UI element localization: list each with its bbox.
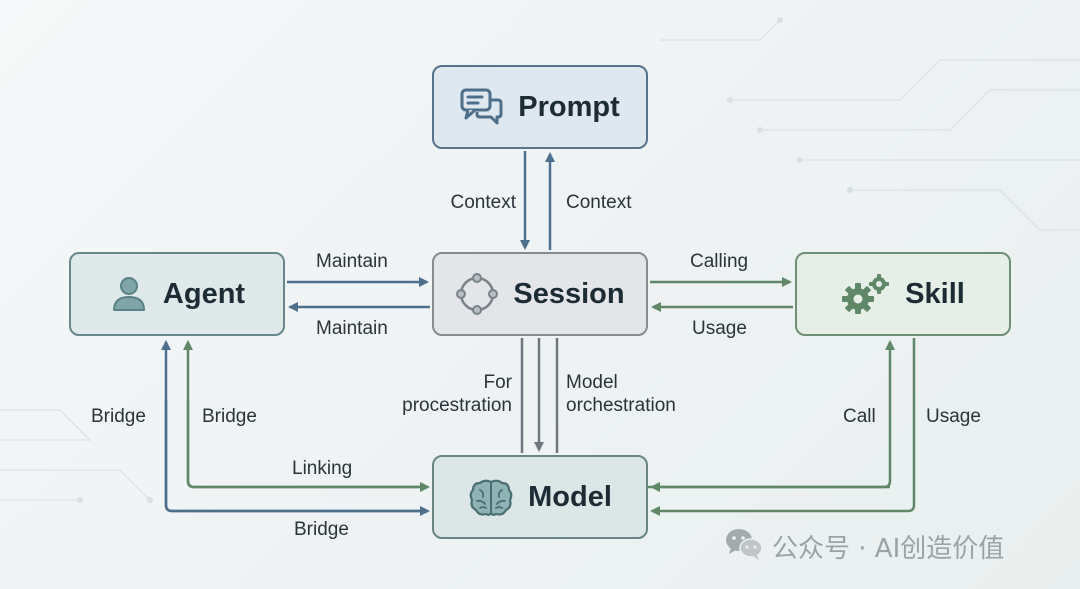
edge-label-usage-skill-model: Usage (926, 406, 981, 427)
edge-label-maintain-top: Maintain (316, 251, 388, 272)
edge-label-call: Call (843, 406, 876, 427)
edge-label-bridge-bottom: Bridge (294, 519, 349, 540)
agent-node[interactable]: Agent (69, 252, 285, 336)
prompt-node[interactable]: Prompt (432, 65, 648, 149)
model-node[interactable]: Model (432, 455, 648, 539)
chat-bubbles-icon (460, 87, 504, 127)
model-label: Model (528, 480, 612, 513)
edge-label-bridge-right: Bridge (202, 406, 257, 427)
session-cycle-icon (455, 272, 499, 316)
edge-label-context-up: Context (566, 192, 632, 213)
edge-label-linking: Linking (292, 458, 353, 479)
arrow-agent-to-model-linking (186, 400, 430, 492)
skill-node[interactable]: Skill (795, 252, 1011, 336)
agent-label: Agent (162, 277, 246, 310)
edge-label-calling: Calling (690, 251, 749, 272)
edge-label-maintain-bottom: Maintain (316, 318, 388, 339)
session-node[interactable]: Session (432, 252, 648, 336)
watermark: 公众号 · AI创造价值 (724, 526, 1004, 566)
arrow-skill-to-model-usage (650, 338, 916, 516)
prompt-label: Prompt (518, 90, 620, 123)
edge-label-for-procestration: For procestration (402, 372, 512, 416)
background-circuit-dots (77, 17, 853, 503)
gears-icon (841, 273, 891, 315)
background-circuit-traces (0, 19, 1080, 501)
edge-label-context-down: Context (450, 192, 516, 213)
skill-label: Skill (905, 277, 965, 310)
brain-icon (468, 477, 514, 517)
edge-label-usage-skill-session: Usage (692, 318, 747, 339)
wechat-icon (724, 527, 764, 566)
user-icon (109, 274, 149, 314)
edge-label-model-orchestration: Model orchestration (566, 372, 676, 416)
arrow-agent-to-model-bridge (164, 400, 430, 516)
session-label: Session (513, 277, 625, 310)
edge-label-bridge-left: Bridge (91, 406, 146, 427)
watermark-text: 公众号 · AI创造价值 (772, 533, 1005, 564)
